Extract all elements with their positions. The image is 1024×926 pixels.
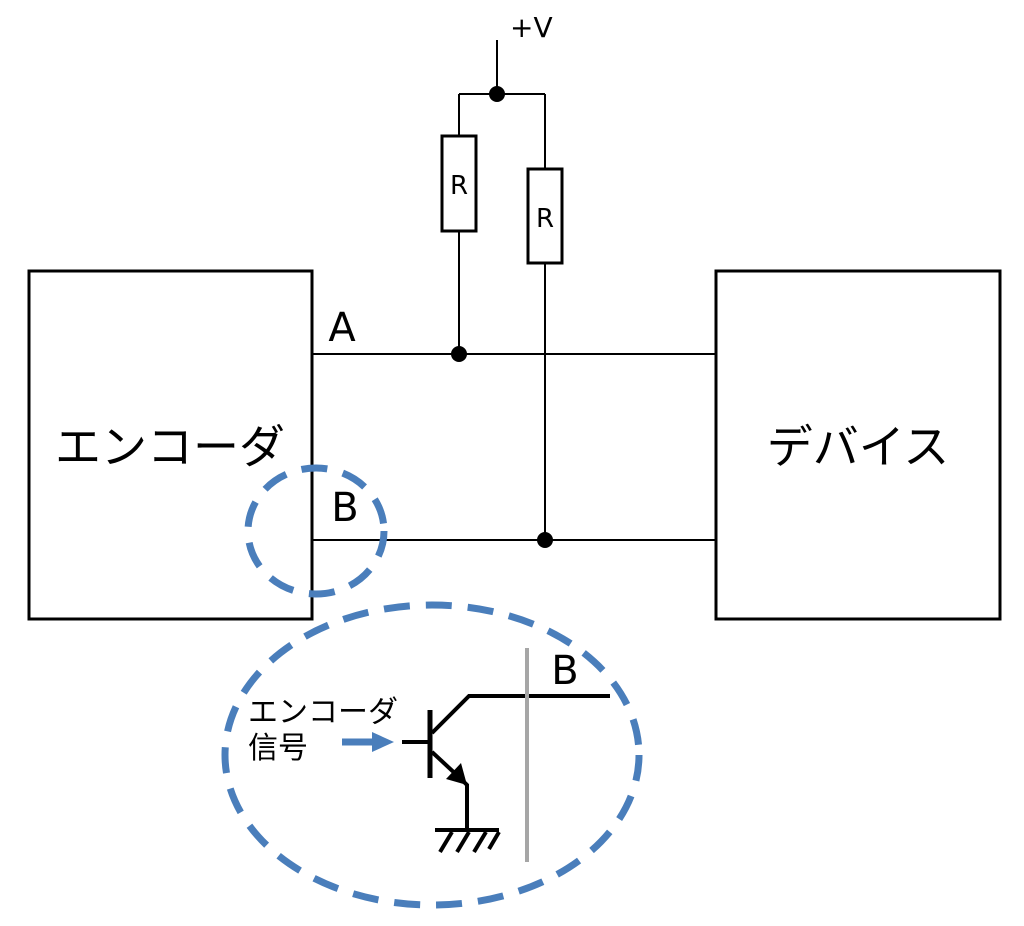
detail-callout <box>221 601 643 909</box>
resistor-b-label: R <box>536 204 554 234</box>
detail-output-b-label: B <box>551 648 578 694</box>
resistor-a-label: R <box>450 171 468 201</box>
encoder-signal-label-line1: エンコーダ <box>248 695 398 730</box>
ground-icon <box>435 828 501 854</box>
device-label: デバイス <box>767 420 950 474</box>
signal-arrow-head <box>372 732 394 752</box>
line-a-label: A <box>328 305 356 351</box>
encoder-signal-label-line2: 信号 <box>248 731 308 766</box>
encoder-block <box>27 269 314 621</box>
encoder-label: エンコーダ <box>55 420 285 474</box>
supply-label: +V <box>510 11 553 44</box>
line-b-junction <box>537 532 553 548</box>
transistor-collector <box>430 694 610 735</box>
line-a-junction <box>451 346 467 362</box>
resistor-b <box>526 167 564 265</box>
device-block <box>714 269 1002 621</box>
line-b-label: B <box>331 485 358 531</box>
output-b-highlight <box>244 464 388 598</box>
emitter-to-ground-wire <box>458 776 469 830</box>
